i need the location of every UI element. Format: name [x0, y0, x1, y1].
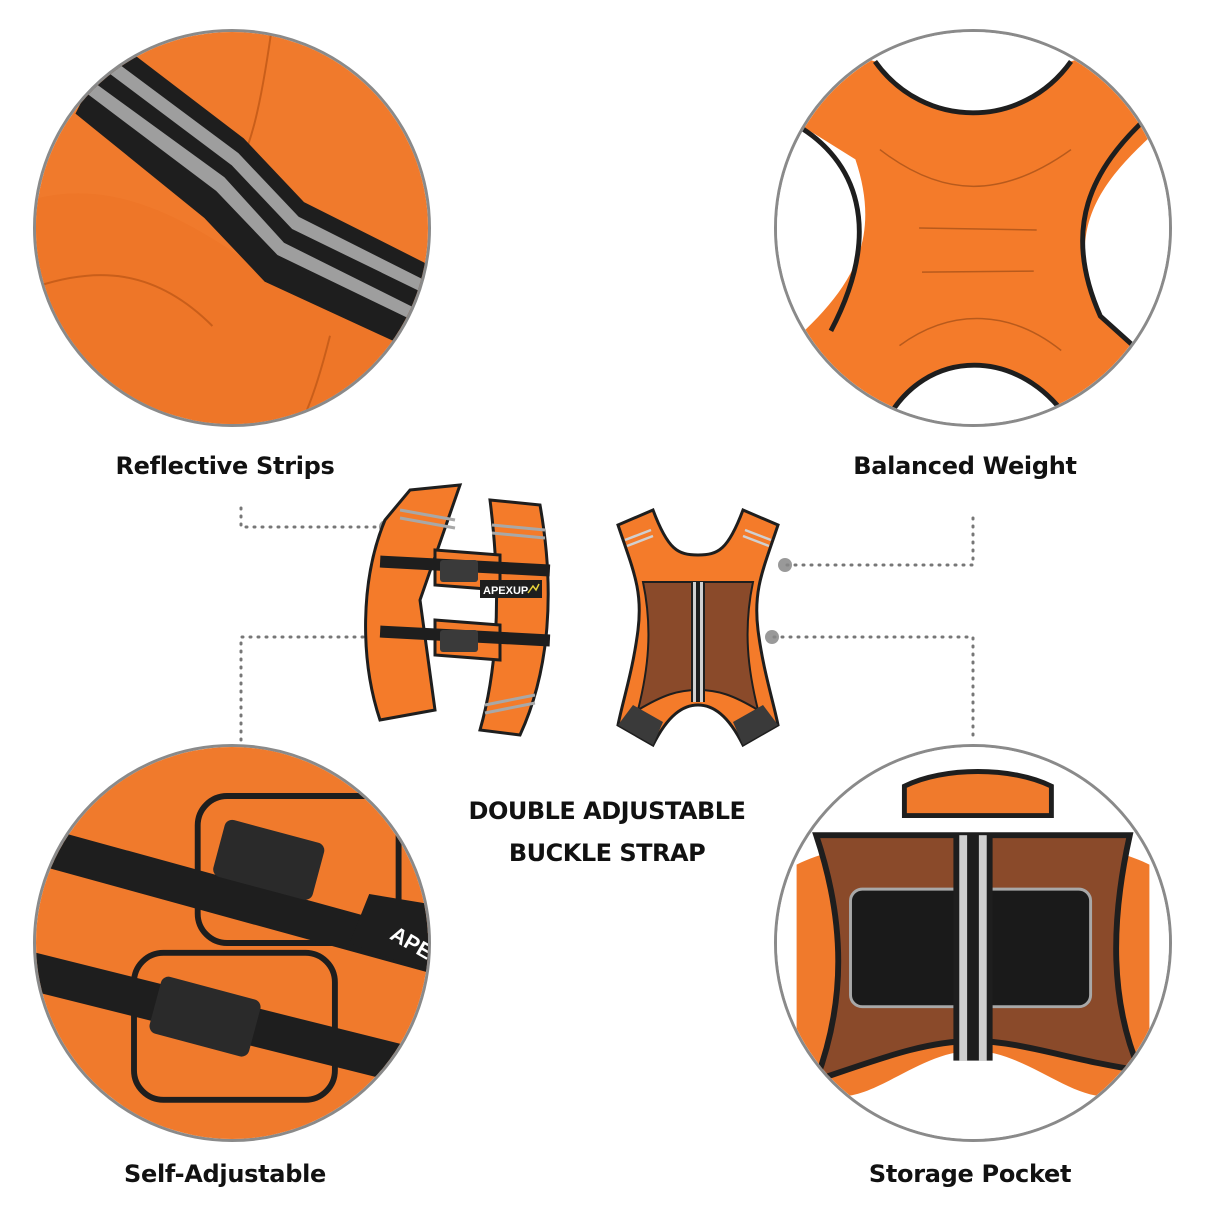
storage-pocket-detail-circle	[774, 744, 1172, 1142]
reflective-strips-image	[36, 32, 428, 424]
brand-mountain-icon	[527, 583, 540, 594]
self-adjustable-image: APE	[36, 747, 428, 1139]
reflective-strips-label: Reflective Strips	[115, 452, 335, 480]
vest-side-view-image: APEXUP	[364, 483, 551, 737]
balanced-weight-image	[777, 32, 1169, 424]
storage-pocket-image	[777, 747, 1169, 1139]
balanced-weight-label: Balanced Weight	[853, 452, 1077, 480]
vest-back-view-image	[616, 508, 780, 748]
reflective-strips-detail-circle	[33, 29, 431, 427]
double-adjustable-buckle-strap-caption: DOUBLE ADJUSTABLE BUCKLE STRAP	[420, 790, 794, 874]
self-adjustable-detail-circle: APE	[33, 744, 431, 1142]
caption-line-1: DOUBLE ADJUSTABLE	[468, 797, 746, 825]
brand-logo-text: APEXUP	[483, 585, 528, 597]
storage-pocket-label: Storage Pocket	[868, 1160, 1072, 1188]
balanced-weight-detail-circle	[774, 29, 1172, 427]
self-adjustable-label: Self-Adjustable	[124, 1160, 326, 1188]
caption-line-2: BUCKLE STRAP	[508, 839, 706, 867]
